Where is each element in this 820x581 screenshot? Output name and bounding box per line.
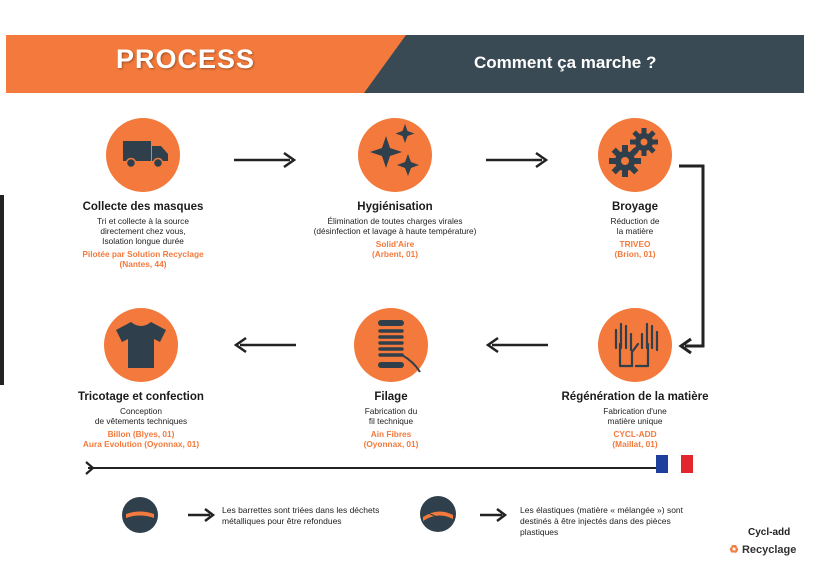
step-title: Filage [374, 391, 408, 403]
step-circle [106, 118, 180, 192]
step-title: Broyage [611, 201, 659, 213]
step-hygienisation: Hygiénisation Élimination de toutes char… [300, 118, 490, 259]
timeline-chevron-icon [85, 461, 95, 475]
step-description: Fabrication d'une matière unique [603, 406, 667, 426]
step-description: Tri et collecte à la source directement … [97, 216, 189, 246]
step-broyage: Broyage Réduction de la matière TRIVEO (… [540, 118, 730, 259]
step-title: Régénération de la matière [561, 391, 709, 403]
legend-arrow-icon [480, 508, 508, 522]
step-description: Conception de vêtements techniques [94, 406, 188, 426]
recyclage-logo-text: Recyclage [741, 544, 797, 556]
arrow-right-icon [234, 151, 297, 169]
step-circle [104, 308, 178, 382]
thread-spool-icon [378, 320, 421, 373]
step-circle [598, 118, 672, 192]
step-title: Tricotage et confection [78, 391, 204, 403]
nose-bar-icon [126, 511, 154, 518]
step-organization: TRIVEO (Brion, 01) [614, 239, 656, 259]
recycle-mark-icon: ♻ [729, 544, 739, 556]
banner-title: PROCESS [116, 44, 256, 74]
step-organization: CYCL-ADD (Maillat, 01) [612, 429, 658, 449]
step-organization: Pilotée par Solution Recyclage (Nantes, … [82, 249, 204, 269]
arrow-left-icon [485, 336, 548, 354]
step-collecte: Collecte des masques Tri et collecte à l… [48, 118, 238, 269]
step-title: Collecte des masques [82, 201, 204, 213]
step-circle [354, 308, 428, 382]
banner-subtitle: Comment ça marche ? [474, 53, 657, 72]
step-organization: Billon (Blyes, 01) Aura Evolution (Oyonn… [82, 429, 200, 449]
step-title: Hygiénisation [357, 201, 433, 213]
legend-circle [420, 496, 456, 532]
step-circle [598, 308, 672, 382]
arrow-left-icon [233, 336, 296, 354]
legend-text: Les élastiques (matière « mélangée ») so… [520, 505, 684, 537]
gears-icon [609, 128, 658, 177]
solution-recyclage-logo: ♻ Recyclage [729, 543, 796, 556]
legend-text: Les barrettes sont triées dans les déche… [222, 505, 380, 526]
tshirt-icon [116, 322, 166, 368]
banner-shape [6, 35, 804, 93]
elastic-icon [423, 511, 453, 522]
step-description: Élimination de toutes charges virales (d… [313, 216, 477, 236]
cycl-add-logo: Cycl-add [748, 527, 791, 538]
timeline-line [88, 467, 658, 469]
edge-bar [0, 195, 4, 385]
step-regeneration: Régénération de la matière Fabrication d… [540, 308, 730, 449]
step-description: Réduction de la matière [610, 216, 660, 236]
header-banner: PROCESS Comment ça marche ? [6, 35, 804, 93]
step-tricotage: Tricotage et confection Conception de vê… [46, 308, 236, 449]
arrow-down-turn-icon [678, 164, 705, 355]
truck-icon [123, 141, 168, 169]
step-filage: Filage Fabrication du fil technique Ain … [296, 308, 486, 449]
gloves-icon [614, 322, 659, 368]
step-organization: Solid'Aire (Arbent, 01) [371, 239, 419, 259]
step-description: Fabrication du fil technique [364, 406, 418, 426]
sparkles-icon [370, 124, 419, 176]
french-flag [656, 455, 693, 473]
step-organization: Ain Fibres (Oyonnax, 01) [363, 429, 419, 449]
legend-circle [122, 497, 158, 533]
legend-arrow-icon [188, 508, 216, 522]
step-circle [358, 118, 432, 192]
arrow-right-icon [486, 151, 549, 169]
